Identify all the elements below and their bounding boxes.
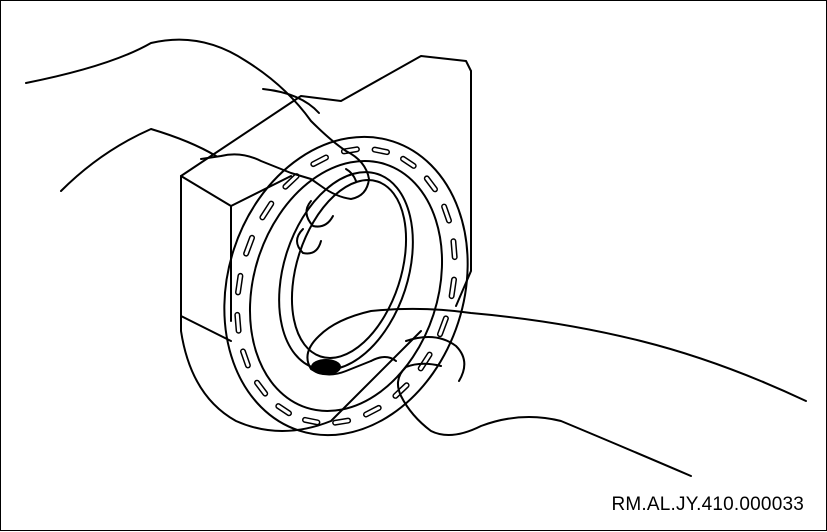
ring-slot-inner	[450, 278, 456, 298]
upper-hand-lower-edge	[60, 128, 217, 192]
lower-hand	[306, 307, 807, 477]
ring-outer-edge	[223, 135, 469, 437]
ring-slot-inner	[438, 316, 448, 336]
ring-slot-inner	[311, 156, 328, 166]
upper-hand-knuckle	[262, 88, 320, 114]
ring-slot-inner	[236, 274, 242, 294]
housing-front-face	[180, 175, 422, 432]
figure-reference-code: RM.AL.JY.410.000033	[611, 494, 804, 515]
lower-thumb-nail	[311, 359, 341, 375]
ring-slot-inner	[451, 239, 457, 259]
upper-hand	[25, 38, 370, 255]
ring-slot-inner	[425, 176, 437, 191]
ring-inner-edge	[248, 159, 444, 413]
lower-hand-knuckle	[405, 336, 466, 382]
upper-finger-1	[305, 200, 334, 228]
ring-slot-inner	[303, 418, 319, 424]
ring-slot-inner	[442, 205, 451, 223]
housing-right-side	[455, 70, 472, 307]
lower-hand-bottom	[396, 362, 692, 477]
ring-slot-inner	[241, 349, 250, 367]
ring-slot-inner	[393, 383, 409, 398]
ring-slot-inner	[333, 419, 350, 425]
bearing-housing	[180, 55, 472, 432]
ring-slot-inner	[401, 157, 416, 168]
ring-slot-inner	[255, 381, 267, 396]
lower-hand-outline	[306, 307, 807, 402]
upper-finger-2	[296, 228, 322, 255]
housing-top-edge	[180, 55, 472, 177]
ring-slot-inner	[419, 353, 432, 370]
ring-slots	[234, 146, 458, 426]
ring-slot-inner	[283, 174, 299, 189]
upper-hand-outline	[25, 38, 370, 200]
upper-thumb-nail	[345, 168, 357, 182]
ring-slot-inner	[235, 313, 241, 333]
housing-lower-edge	[180, 315, 232, 342]
ring-slot-inner	[276, 404, 291, 415]
rubber-ring	[223, 135, 469, 437]
ring-slot-inner	[364, 406, 381, 416]
ring-slot-inner	[373, 148, 389, 154]
ring-slot-inner	[260, 202, 273, 219]
bearing-race	[278, 171, 414, 371]
lower-finger-crease	[370, 356, 397, 362]
ring-slot-inner	[244, 236, 254, 256]
bearing-bore	[290, 179, 408, 359]
